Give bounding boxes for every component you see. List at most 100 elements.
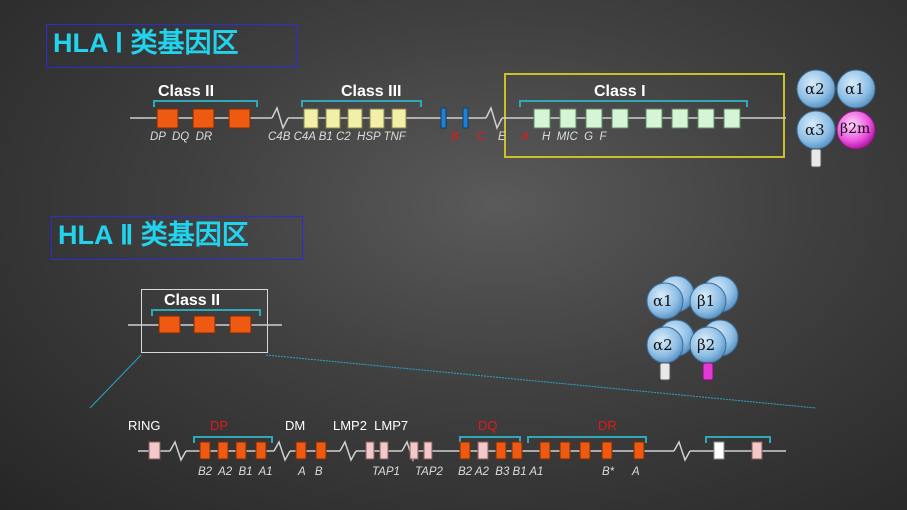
- class-ii-domain-beta1-label: β1: [697, 292, 716, 310]
- gene-box-dqa1: [511, 441, 523, 460]
- gene-box-drb2: [559, 441, 571, 460]
- zoom-gene-box-dr: [229, 315, 252, 334]
- gene-name-b: B: [451, 131, 459, 143]
- class-ii-beta-tail: [702, 362, 714, 381]
- gene-box-dr: [228, 108, 251, 129]
- class-ii-gene-names: DP DQ DR: [150, 131, 213, 143]
- extra-bracket: [705, 436, 771, 443]
- class-ii-molecule: [646, 275, 739, 381]
- dq-bracket: [459, 436, 521, 443]
- gene-box-dmb: [315, 441, 327, 460]
- class-iii-gene-boxes: [303, 108, 407, 129]
- gene-box-f: [723, 108, 741, 129]
- gene-box-tnf-1: [440, 107, 447, 129]
- gene-box-dpa1: [255, 441, 267, 460]
- detail-gene-boxes: [148, 441, 763, 460]
- detail-label-dp: DP: [210, 418, 229, 433]
- detail-brackets: [193, 436, 771, 443]
- gene-box-e: [585, 108, 603, 129]
- detail-label-lmp: LMP2 LMP7: [333, 418, 409, 433]
- gene-box-dp: [156, 108, 179, 129]
- dr-bracket: [527, 436, 647, 443]
- detail-label-ring: RING: [128, 418, 161, 433]
- top-brackets: [153, 100, 748, 107]
- class-iii-label: Class III: [341, 83, 402, 100]
- gene-box-c4b: [303, 108, 319, 129]
- gene-box-tnf-2: [462, 107, 469, 129]
- class-ii-domain-alpha1-label: α1: [653, 292, 673, 310]
- blue-gene-boxes: [440, 107, 469, 129]
- gene-box-g: [697, 108, 715, 129]
- gene-names-h-mic-g-f: H MIC G F: [542, 131, 607, 143]
- hla-class-i-title-text: HLA Ⅰ 类基因区: [53, 28, 239, 58]
- gene-box-drb3: [539, 441, 551, 460]
- class-i-domain-alpha3-label: α3: [805, 121, 825, 139]
- detail-sub-dq-genes: B2 A2 B3 B1 A1: [458, 466, 544, 478]
- zoom-guide-lines: [89, 354, 817, 409]
- gene-box-c: [559, 108, 577, 129]
- class-ii-domain-beta2-label: β2: [697, 336, 716, 354]
- class-ii-label: Class II: [158, 83, 215, 100]
- gene-box-ring: [148, 441, 161, 460]
- hla-class-ii-region-title: HLA Ⅱ 类基因区: [51, 216, 303, 260]
- class-i-domain-b2m-label: β2m: [840, 121, 871, 137]
- gene-box-tap2: [423, 441, 433, 460]
- gene-box-drb1: [579, 441, 591, 460]
- class-i-b2m-domain: [836, 110, 876, 150]
- detail-sub-dp-genes: B2 A2 B1 A1: [198, 466, 273, 478]
- class-i-molecule: [796, 69, 876, 168]
- gene-box-extra-1: [713, 441, 725, 460]
- gene-box-extra-2: [751, 441, 763, 460]
- class-ii-alpha-tail: [659, 362, 671, 381]
- gene-box-dqa2: [477, 441, 489, 460]
- gene-box-lmp7: [409, 441, 419, 460]
- class-ii-gene-boxes: [156, 108, 251, 129]
- hla-class-ii-title-text: HLA Ⅱ 类基因区: [58, 220, 249, 250]
- gene-box-dma: [295, 441, 307, 460]
- gene-box-dq: [192, 108, 215, 129]
- dp-bracket: [193, 436, 273, 443]
- gene-box-hsp: [391, 108, 407, 129]
- gene-box-dpb2: [199, 441, 211, 460]
- gene-box-c2: [369, 108, 385, 129]
- class-ii-zoom-line: [128, 309, 282, 334]
- class-i-bracket: [519, 100, 748, 107]
- gene-name-e: E: [498, 131, 506, 143]
- detail-sub-tap2: TAP2: [415, 466, 443, 478]
- class-ii-bracket: [153, 100, 258, 107]
- class-iii-bracket: [301, 100, 422, 107]
- gene-box-tap1: [379, 441, 389, 460]
- gene-name-a: A: [521, 131, 529, 143]
- gene-box-h: [645, 108, 663, 129]
- detail-label-dr: DR: [598, 418, 617, 433]
- class-ii-zoom-label: Class II: [164, 292, 221, 309]
- class-ii-zoom-box: [141, 289, 268, 353]
- class-ii-alpha1-domain: [646, 282, 684, 320]
- gene-box-mic: [671, 108, 689, 129]
- class-i-tail: [810, 148, 822, 168]
- gene-box-a: [611, 108, 629, 129]
- hla-class-i-region-title: HLA Ⅰ 类基因区: [46, 24, 298, 68]
- class-i-region-box: [504, 73, 785, 158]
- detail-label-dq: DQ: [478, 418, 498, 433]
- gene-box-drbx: [601, 441, 613, 460]
- zoom-gene-box-dp: [158, 315, 181, 334]
- gene-box-b1: [347, 108, 363, 129]
- detail-sub-dr-b: B*: [602, 466, 615, 478]
- class-i-domain-alpha1-label: α1: [845, 80, 865, 98]
- gene-box-c4a: [325, 108, 341, 129]
- class-ii-beta1-domain: [689, 282, 727, 320]
- class-i-gene-boxes: [533, 108, 741, 129]
- gene-box-dpb1: [235, 441, 247, 460]
- class-i-domain-alpha2-label: α2: [805, 80, 825, 98]
- detail-sub-tap1: TAP1: [372, 466, 400, 478]
- class-i-alpha2-domain: [796, 69, 836, 109]
- gene-box-dqb2: [459, 441, 471, 460]
- class-iii-gene-names: C4B C4A B1 C2 HSP TNF: [268, 131, 406, 143]
- gene-box-dra: [633, 441, 645, 460]
- gene-box-dpa2: [217, 441, 229, 460]
- gene-box-lmp2: [365, 441, 375, 460]
- gene-box-b: [533, 108, 551, 129]
- class-i-label: Class I: [594, 83, 646, 100]
